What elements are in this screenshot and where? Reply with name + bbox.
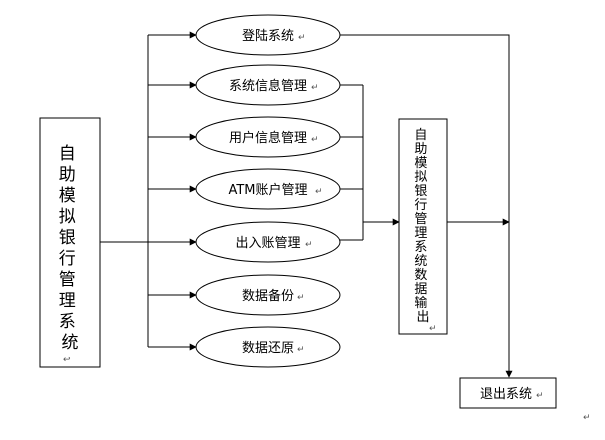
restore-ellipse	[195, 326, 341, 368]
connectors	[100, 31, 513, 378]
sys-info-node: 系统信息管理 ↵	[195, 64, 341, 106]
main-system-box	[39, 117, 101, 368]
user-info-ellipse	[195, 116, 341, 158]
data-output-mark: ↵	[429, 324, 437, 334]
main-char: 管	[59, 270, 76, 290]
output-char: 拟	[414, 170, 427, 185]
exit-node: 退出系统 ↵	[459, 377, 557, 409]
sys-info-ellipse	[195, 64, 341, 106]
restore-label: 数据还原	[242, 341, 294, 356]
backup-ellipse	[195, 274, 341, 316]
backup-node: 数据备份 ↵	[195, 274, 341, 316]
output-char: 管	[414, 212, 427, 227]
in-out-ellipse	[195, 221, 341, 263]
main-char: 统	[62, 333, 79, 353]
login-mark: ↵	[298, 33, 306, 43]
login-node: 登陆系统 ↵	[195, 14, 341, 56]
backup-label: 数据备份	[242, 288, 294, 304]
restore-mark: ↵	[297, 345, 305, 355]
page-end-mark: ↵	[583, 413, 591, 423]
atm-account-node: ATM账户管理 ↵	[195, 168, 341, 210]
main-system-node: 自 助 模 拟 银 行 管 理 系 统 ↩	[39, 117, 101, 368]
output-char: 助	[414, 142, 427, 157]
data-output-label: 自 助 模 拟 银 行 管 理 系 统 数 据 输 出	[414, 128, 431, 325]
output-char: 自	[414, 128, 427, 143]
atm-account-mark: ↵	[315, 187, 323, 197]
output-char: 理	[414, 226, 427, 241]
output-char: 系	[414, 240, 427, 255]
output-char: 输	[414, 295, 427, 311]
login-ellipse	[195, 14, 341, 56]
atm-account-ellipse	[195, 168, 341, 210]
main-char: 银	[59, 228, 76, 248]
output-char: 统	[414, 254, 427, 269]
main-char: 模	[59, 186, 76, 206]
edge-login-to-exit	[340, 34, 513, 378]
atm-account-label: ATM账户管理	[228, 182, 307, 198]
sys-info-mark: ↵	[311, 83, 319, 93]
main-char: 助	[59, 165, 76, 185]
main-paragraph-mark: ↩	[63, 355, 71, 365]
exit-mark: ↵	[536, 391, 544, 401]
output-char: 数	[414, 268, 427, 283]
main-char: 理	[59, 291, 76, 311]
main-char: 拟	[59, 207, 76, 227]
exit-label: 退出系统	[480, 387, 532, 402]
output-char: 银	[414, 184, 427, 199]
exit-box	[459, 377, 557, 409]
main-char: 行	[59, 249, 76, 269]
data-output-box	[398, 118, 448, 335]
data-output-node: 自 助 模 拟 银 行 管 理 系 统 数 据 输 出 ↵	[398, 118, 448, 335]
output-char: 模	[414, 156, 427, 171]
output-char: 据	[414, 282, 427, 297]
sys-info-label: 系统信息管理	[229, 78, 307, 94]
in-out-mark: ↵	[305, 240, 313, 250]
main-char: 系	[59, 312, 76, 332]
in-out-label: 出入账管理	[235, 236, 300, 251]
output-char: 出	[416, 310, 429, 325]
user-info-node: 用户信息管理 ↵	[195, 116, 341, 158]
restore-node: 数据还原 ↵	[195, 326, 341, 368]
in-out-node: 出入账管理 ↵	[195, 221, 341, 263]
user-info-label: 用户信息管理	[229, 130, 307, 146]
main-system-label: 自 助 模 拟 银 行 管 理 系 统	[59, 144, 81, 353]
backup-mark: ↵	[297, 293, 305, 303]
main-char: 自	[59, 144, 76, 164]
login-label: 登陆系统	[242, 28, 294, 44]
output-char: 行	[414, 198, 427, 213]
user-info-mark: ↵	[311, 135, 319, 145]
